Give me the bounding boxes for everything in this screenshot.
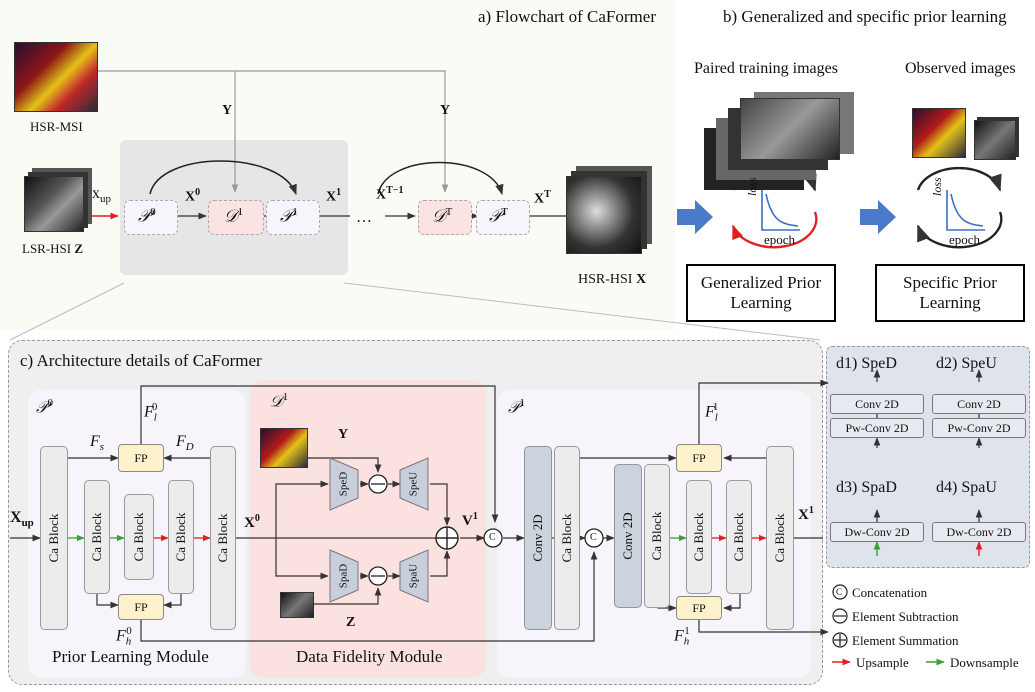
ca-block-p1-4[interactable]: Ca Block — [726, 480, 752, 594]
ca-block-p0-4[interactable]: Ca Block — [168, 480, 194, 594]
legend-element-subtraction: Element Subtraction — [852, 609, 959, 624]
panel-a-title: a) Flowchart of CaFormer — [478, 7, 656, 26]
legend-upsample: Upsample — [856, 655, 909, 670]
x1-label: X1 — [326, 187, 342, 205]
prior-block-p1[interactable] — [266, 200, 320, 235]
legend-downsample: Downsample — [950, 655, 1019, 670]
z-arch-label: Z — [346, 615, 356, 630]
degradation-block-d1-label: 𝒟1 — [224, 206, 244, 226]
ca-block-p0-1[interactable]: Ca Block — [40, 446, 68, 630]
x-up-input-label: Xup — [10, 509, 34, 530]
observed-image-gray — [974, 120, 1016, 160]
d4-spau-title: d4) SpaU — [936, 479, 997, 496]
fs-label: Fs — [90, 433, 105, 454]
paired-images-label: Paired training images — [694, 60, 838, 77]
generalized-prior-learning-box[interactable]: Generalized Prior Learning — [686, 264, 836, 322]
sped-pwconv2d[interactable]: Pw-Conv 2D — [830, 418, 924, 438]
ellipsis: … — [356, 209, 372, 226]
legend-concatenation: Concatenation — [852, 585, 928, 600]
concat-symbol-1: C — [489, 532, 496, 543]
spau-label[interactable]: SpaU — [407, 563, 420, 589]
fp-block-p0-top[interactable]: FP — [118, 444, 164, 472]
x1-arch-label: X1 — [798, 505, 814, 523]
hsr-hsi-image — [566, 176, 642, 254]
spau-dwconv2d[interactable]: Dw-Conv 2D — [932, 522, 1026, 542]
lsr-hsi-label: LSR-HSI Z — [22, 241, 84, 256]
ca-block-p1-5[interactable]: Ca Block — [766, 446, 794, 630]
y-arch-label: Y — [338, 427, 349, 442]
fd-label: FD — [176, 433, 194, 454]
panel-b-title: b) Generalized and specific prior learni… — [723, 7, 1007, 26]
observed-image-color — [912, 108, 966, 158]
speu-conv2d[interactable]: Conv 2D — [932, 394, 1026, 414]
hsr-hsi-label: HSR-HSI X — [578, 272, 647, 287]
fh1-label: Fh1 — [674, 625, 690, 648]
fh0-label: Fh0 — [116, 625, 132, 648]
x-up-label: xup — [92, 185, 111, 206]
hsr-msi-label: HSR-MSI — [30, 119, 83, 134]
legend-element-summation: Element Summation — [852, 633, 959, 648]
ca-block-p0-2[interactable]: Ca Block — [84, 480, 110, 594]
fp-block-p1-top[interactable]: FP — [676, 444, 722, 472]
degradation-block-d1[interactable] — [208, 200, 264, 235]
fp-block-p1-bottom[interactable]: FP — [676, 596, 722, 620]
concat-symbol-2: C — [590, 532, 597, 543]
prior-block-pt-label: 𝒫T — [489, 206, 508, 226]
v1-label: V1 — [462, 511, 478, 529]
prior-block-pt[interactable] — [476, 200, 530, 235]
ca-block-p0-3[interactable]: Ca Block — [124, 494, 154, 580]
loss-axis-label-2: loss — [930, 177, 944, 196]
hsr-msi-image — [14, 42, 98, 112]
prior-block-p1-label: 𝒫1 — [280, 206, 298, 226]
ca-block-p1-3[interactable]: Ca Block — [686, 480, 712, 594]
xt-label: XT — [534, 189, 551, 207]
panel-c-title: c) Architecture details of CaFormer — [20, 351, 262, 370]
data-fidelity-module-label: Data Fidelity Module — [296, 647, 443, 666]
fl0-label: Fl0 — [144, 401, 158, 424]
ca-block-p1-2[interactable]: Ca Block — [644, 464, 670, 608]
x-t-minus-1-label: XT−1 — [376, 185, 404, 203]
prior-block-p0-label: 𝒫0 — [138, 206, 156, 226]
prior-learning-module-label: Prior Learning Module — [52, 647, 209, 666]
spad-dwconv2d[interactable]: Dw-Conv 2D — [830, 522, 924, 542]
degradation-block-dt[interactable] — [418, 200, 472, 235]
x0-arch-label: X0 — [244, 513, 260, 531]
legend-concat-symbol: C — [836, 587, 843, 597]
transition-arrow-1 — [677, 200, 713, 234]
lsr-hsi-image — [24, 176, 84, 232]
observed-images-label: Observed images — [905, 60, 1016, 77]
epoch-axis-label-2: epoch — [949, 232, 981, 247]
y-input-image — [260, 428, 308, 468]
spad-label[interactable]: SpaD — [337, 563, 350, 589]
speu-pwconv2d[interactable]: Pw-Conv 2D — [932, 418, 1026, 438]
z-input-image — [280, 592, 314, 618]
x0-label: X0 — [185, 187, 201, 205]
d1-sped-title: d1) SpeD — [836, 355, 897, 372]
prior-block-p0[interactable] — [124, 200, 178, 235]
fp-block-p0-bottom[interactable]: FP — [118, 594, 164, 620]
ca-block-p1-1[interactable]: Ca Block — [554, 446, 580, 630]
fl1-label: Fl1 — [705, 401, 719, 424]
d2-speu-title: d2) SpeU — [936, 355, 997, 372]
d3-spad-title: d3) SpaD — [836, 479, 897, 496]
loss-axis-label-1: loss — [745, 177, 759, 196]
specific-prior-learning-box[interactable]: Specific Prior Learning — [875, 264, 1025, 322]
sped-label[interactable]: SpeD — [337, 471, 350, 497]
d1-module-label: 𝒟1 — [270, 391, 289, 411]
epoch-axis-label-1: epoch — [764, 232, 796, 247]
y-label-2: Y — [440, 103, 451, 118]
speu-label[interactable]: SpeU — [407, 471, 420, 497]
p0-module-label: 𝒫0 — [36, 397, 54, 417]
ca-block-p0-5[interactable]: Ca Block — [210, 446, 236, 630]
paired-training-images — [740, 98, 840, 160]
transition-arrow-2 — [860, 200, 896, 234]
p1-module-label: 𝒫1 — [508, 397, 526, 417]
conv2d-p1-1[interactable]: Conv 2D — [524, 446, 552, 630]
conv2d-p1-2[interactable]: Conv 2D — [614, 464, 642, 608]
degradation-block-dt-label: 𝒟T — [432, 206, 453, 226]
sped-conv2d[interactable]: Conv 2D — [830, 394, 924, 414]
y-label-1: Y — [222, 103, 233, 118]
